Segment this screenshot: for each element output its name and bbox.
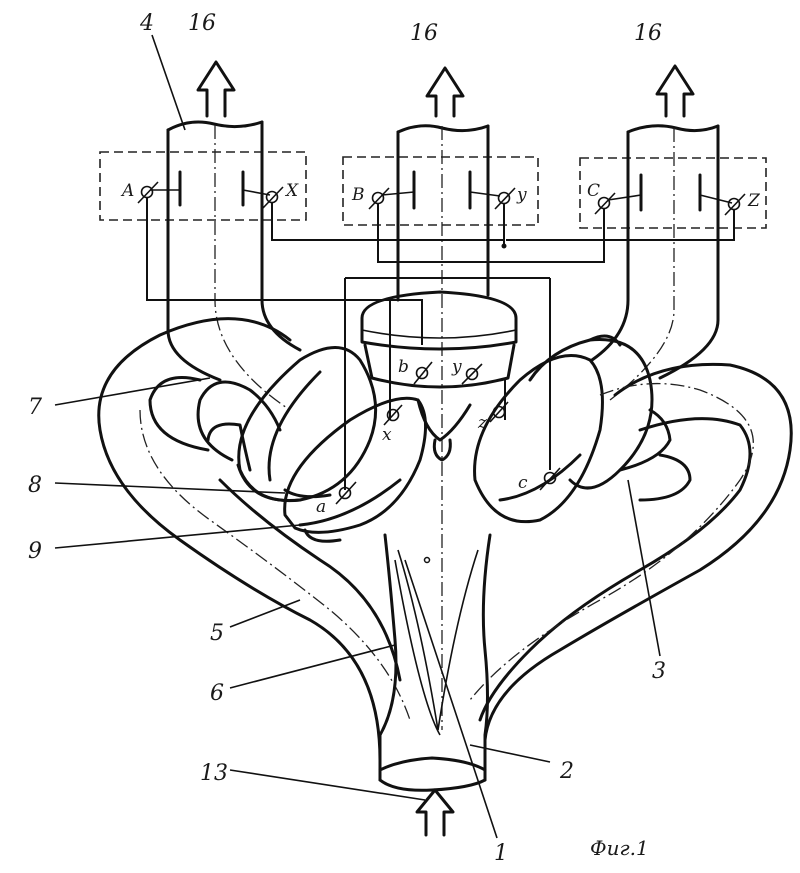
outlet-arrow-left	[198, 62, 234, 116]
capacitor-box-middle	[343, 157, 538, 225]
output-pipe-right	[592, 126, 718, 400]
label-8: 8	[28, 473, 42, 498]
terminal-label-y-low: y	[451, 357, 462, 377]
terminal-label-X-top: X	[284, 181, 299, 201]
terminal-label-Z-top: Z	[747, 191, 761, 211]
capacitor-plates	[150, 172, 732, 210]
label-3: 3	[652, 659, 666, 684]
outlet-arrow-middle	[427, 68, 463, 116]
output-pipe-middle	[398, 126, 488, 730]
terminal-label-b: b	[398, 357, 409, 377]
output-pipe-left	[168, 122, 300, 410]
terminal-label-x-low: x	[382, 425, 392, 445]
inlet-arrow	[417, 790, 453, 835]
coil-middle	[362, 292, 516, 387]
terminal-label-c: c	[518, 473, 528, 493]
label-16-left: 16	[188, 11, 216, 36]
terminal-label-y-top: y	[516, 185, 527, 205]
label-16-right: 16	[634, 21, 662, 46]
inlet-trunk	[380, 535, 490, 790]
label-16-middle: 16	[410, 21, 438, 46]
label-4: 4	[139, 11, 154, 36]
label-6: 6	[210, 681, 224, 706]
terminal-label-z-low: z	[477, 413, 488, 433]
label-7: 7	[28, 395, 42, 420]
heart-lobe-right	[470, 364, 791, 740]
central-junction	[418, 400, 470, 563]
terminal-label-B: B	[351, 185, 365, 205]
terminal-label-a: a	[316, 497, 326, 517]
label-9: 9	[28, 539, 42, 564]
terminal-label-A: A	[120, 181, 134, 201]
wiring	[147, 198, 734, 490]
capacitor-box-right	[580, 158, 766, 228]
terminal-label-C: C	[587, 181, 600, 201]
figure-caption: Фиг.1	[590, 836, 649, 860]
outlet-arrow-right	[657, 66, 693, 116]
label-2: 2	[559, 759, 574, 784]
label-1: 1	[494, 841, 508, 866]
label-13: 13	[200, 761, 228, 786]
label-5: 5	[210, 621, 224, 646]
leader-lines	[55, 35, 660, 838]
